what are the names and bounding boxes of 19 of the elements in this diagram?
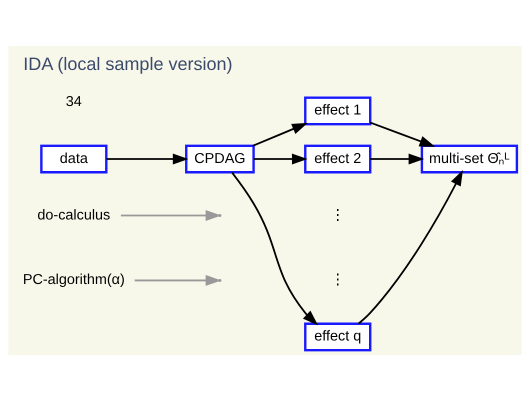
label: ⋮ [330,272,345,288]
arrow [370,121,436,146]
label: ⋮ [330,206,345,223]
arrow [254,153,308,164]
arrow [252,122,308,146]
node-text: do-calculus [37,206,110,223]
node-box: effect 2 [304,144,372,173]
node-box: effect q [304,322,372,351]
label: 34 [66,94,82,110]
node-box: data [40,144,108,173]
node-box: multi-set Θ̂ₙᴸ [420,144,518,173]
diagram-title: IDA (local sample version) [23,54,233,74]
node-box: CPDAG [185,144,255,173]
arrow [106,153,188,164]
node-box: effect 1 [304,96,372,125]
arrow [370,153,424,164]
arrow [231,172,318,325]
node-text: PC-algorithm(α) [22,272,125,288]
arrow [358,170,463,324]
